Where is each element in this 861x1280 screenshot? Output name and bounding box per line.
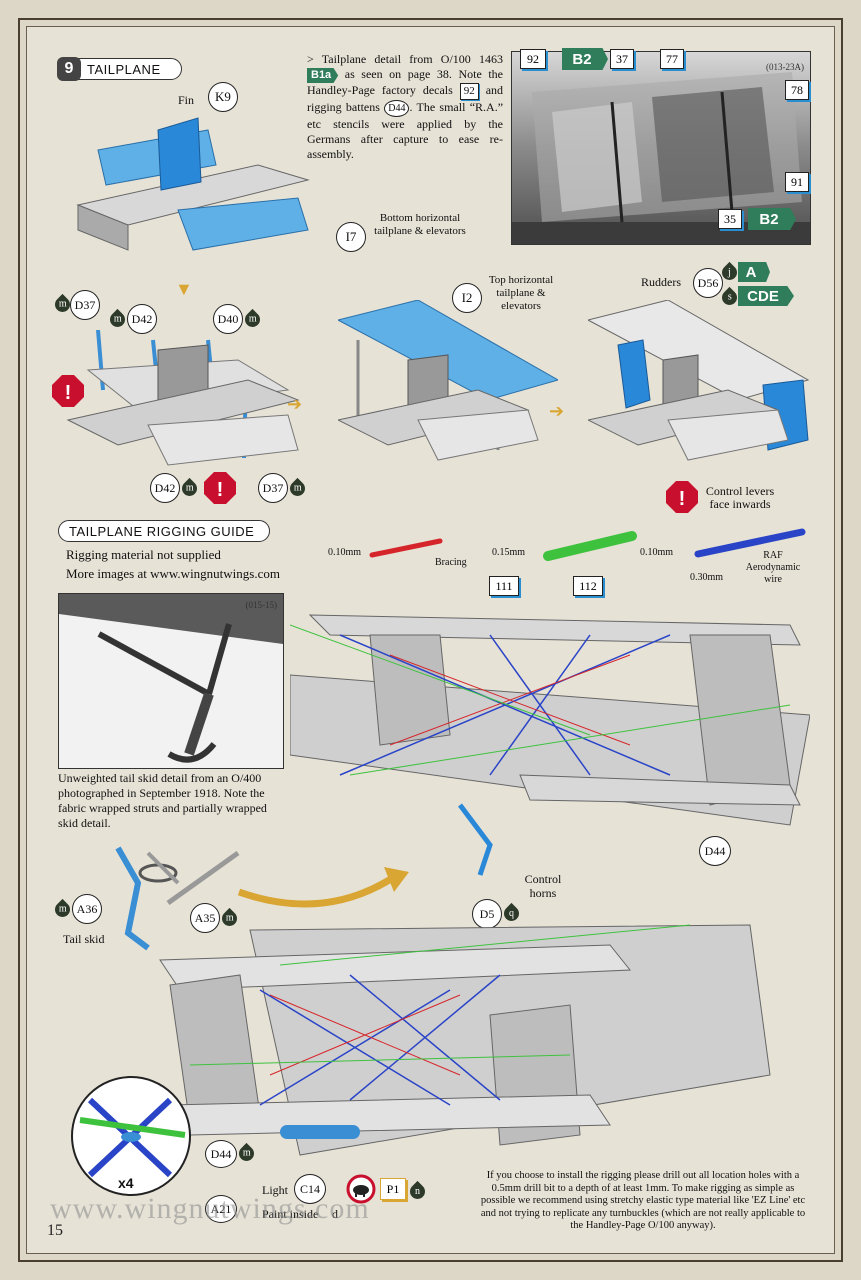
control-wire-swatch <box>543 531 637 561</box>
label-top-tailplane: Top horizontal tailplane & elevators <box>488 274 554 312</box>
part-d56: D56 <box>693 268 723 298</box>
decal-92-inline: 92 <box>459 83 479 100</box>
label-paint-inside-d: d <box>332 1207 338 1221</box>
bracing-size: 0.10mm <box>328 547 362 558</box>
step-title: TAILPLANE <box>87 61 161 77</box>
label-bottom-tailplane: Bottom horizontal tailplane & elevators <box>374 212 466 237</box>
fin-diagram <box>76 110 310 251</box>
part-a36: A36 <box>72 894 102 924</box>
decal-35: 35 <box>718 209 742 229</box>
rigging-diagram-upper <box>290 614 810 876</box>
raf-wire-size-2: 0.30mm <box>690 572 724 583</box>
label-tail-skid: Tail skid <box>63 932 105 946</box>
reference-photo-tailskid: (015-15) <box>58 593 284 769</box>
rigging-detail-magnifier <box>71 1076 191 1196</box>
rigging-guide-header: TAILPLANE RIGGING GUIDE <box>58 520 270 542</box>
rigging-diagram-lower <box>159 924 771 1156</box>
rudder-diagram <box>588 300 810 461</box>
decal-112: 112 <box>573 576 603 596</box>
tag-b2-bottom: B2 <box>748 208 796 230</box>
page-number: 15 <box>47 1222 63 1239</box>
label-control-horns: Control horns <box>524 872 562 900</box>
part-d40: D40 <box>213 304 243 334</box>
bracing-wire-swatch <box>369 538 443 558</box>
raf-wire-size: 0.10mm <box>640 547 674 558</box>
intro-line-2: as seen on page 38. Note the Handley-Pag… <box>307 67 504 97</box>
part-d5: D5 <box>472 899 502 929</box>
part-a21: A21 <box>205 1195 237 1223</box>
decal-92: 92 <box>520 49 546 69</box>
label-rudders: Rudders <box>641 275 681 289</box>
more-images-link: More images at www.wingnutwings.com <box>66 566 280 581</box>
label-light: Light <box>262 1183 288 1197</box>
decal-78: 78 <box>785 80 809 100</box>
decal-91: 91 <box>785 172 809 192</box>
control-wire-size: 0.15mm <box>492 547 526 558</box>
intro-text: > Tailplane detail from O/100 1463 B1a a… <box>307 52 503 162</box>
step-header: 9 TAILPLANE <box>57 57 182 81</box>
strut-assembly-diagram <box>66 330 300 466</box>
part-d42-bottom: D42 <box>150 473 180 503</box>
part-i2: I2 <box>452 283 482 313</box>
part-d44-upper: D44 <box>699 836 731 866</box>
warning-icon: ! <box>666 481 698 513</box>
label-control-levers: Control levers face inwards <box>705 484 775 511</box>
tag-b1a: B1a <box>307 68 339 83</box>
photo-tailskid-graphic <box>59 594 283 768</box>
label-x4: x4 <box>118 1175 134 1191</box>
part-k9: K9 <box>208 82 238 112</box>
part-a35: A35 <box>190 903 220 933</box>
intro-line-1: > Tailplane detail from O/100 1463 <box>307 52 503 66</box>
part-d37-left: D37 <box>70 290 100 320</box>
elephant-warning-icon <box>346 1174 376 1204</box>
rigging-not-supplied: Rigging material not supplied <box>66 547 221 562</box>
decal-37: 37 <box>610 49 634 69</box>
photo-ref-015-15: (015-15) <box>245 600 278 610</box>
raf-wire-swatch <box>694 528 806 558</box>
warning-icon: ! <box>52 375 84 407</box>
svg-text:!: ! <box>217 479 224 501</box>
skid-caption: Unweighted tail skid detail from an O/40… <box>58 771 267 830</box>
svg-text:!: ! <box>679 488 686 510</box>
tag-b2-top: B2 <box>562 48 608 70</box>
raf-wire-label: RAF Aerodynamic wire <box>745 550 801 585</box>
part-d44-lower: D44 <box>205 1140 237 1168</box>
rigging-guide-title: TAILPLANE RIGGING GUIDE <box>69 523 255 539</box>
part-p1: P1 <box>380 1178 406 1200</box>
page-frame <box>18 18 843 1262</box>
label-fin: Fin <box>178 93 195 107</box>
intro-line-3: and rigging battens <box>307 83 504 114</box>
warning-icon: ! <box>204 472 236 504</box>
photo-ref-013-23a: (013-23A) <box>766 62 804 72</box>
arrow-right-icon: ➔ <box>287 394 303 414</box>
part-i7: I7 <box>336 222 366 252</box>
part-d44-inline: D44 <box>384 100 410 117</box>
arrow-right-icon: ➔ <box>549 401 565 421</box>
part-d42-top: D42 <box>127 304 157 334</box>
tag-a: A <box>738 262 770 282</box>
part-d37-bottom: D37 <box>258 473 288 503</box>
rigging-drill-note: If you choose to install the rigging ple… <box>480 1170 806 1231</box>
arrow-curve-icon <box>237 867 409 908</box>
watermark: www.wingnutwings.com <box>50 1192 370 1225</box>
intro-line-4: . The small “R.A.” etc stencils were app… <box>307 100 504 161</box>
label-paint-inside: Paint inside <box>262 1207 319 1221</box>
svg-text:!: ! <box>65 382 72 404</box>
part-c14: C14 <box>294 1174 326 1204</box>
tail-skid-part <box>115 846 240 951</box>
step-number: 9 <box>57 57 81 81</box>
bracing-label: Bracing <box>435 557 467 568</box>
tag-cde: CDE <box>738 286 794 306</box>
top-tailplane-diagram <box>338 300 558 461</box>
arrow-down-icon: ▼ <box>175 279 193 299</box>
decal-77: 77 <box>660 49 684 69</box>
decal-111: 111 <box>489 576 519 596</box>
